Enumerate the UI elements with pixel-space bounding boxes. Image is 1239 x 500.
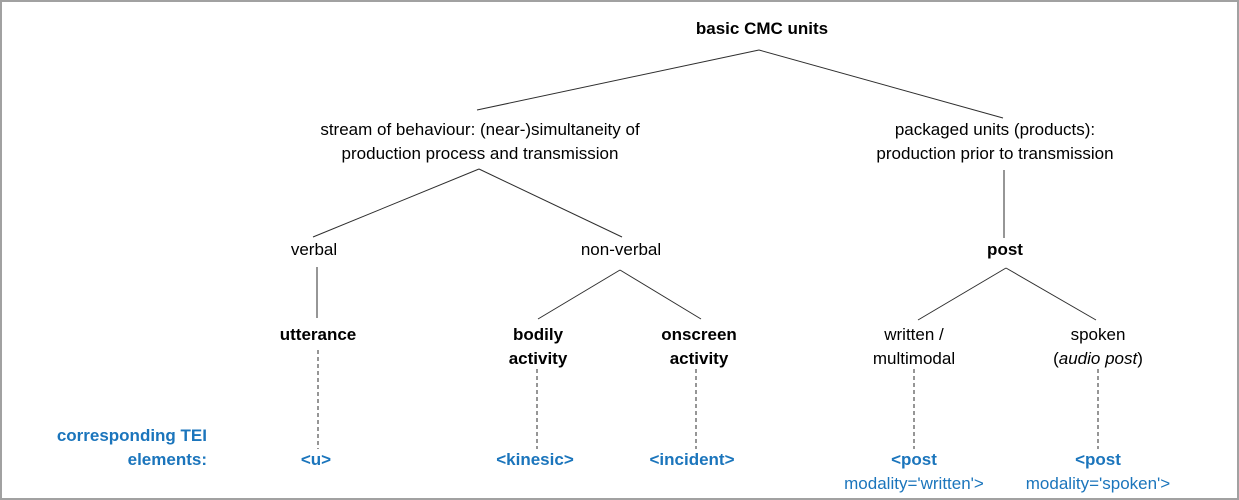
tei-tag-post-spoken-line2: modality='spoken'>	[1025, 474, 1171, 493]
tei-tag-post-spoken: <post modality='spoken'>	[1026, 448, 1170, 496]
tei-tag-kinesic: <kinesic>	[496, 450, 574, 469]
spoken-audio-post-italic: audio post	[1058, 349, 1138, 368]
tei-tag-post-written-line1: <post	[891, 450, 937, 469]
node-written-multimodal: written / multimodal	[872, 325, 956, 368]
spoken-label: spoken	[1070, 325, 1126, 344]
tei-tag-post-written-line2: modality='written'>	[844, 474, 984, 493]
node-packaged-units: packaged units (products): production pr…	[876, 120, 1114, 163]
node-non-verbal: non-verbal	[580, 240, 662, 259]
tei-tag-incident: <incident>	[649, 450, 735, 469]
node-verbal: verbal	[290, 240, 338, 259]
node-stream-of-behaviour: stream of behaviour: (near-)simultaneity…	[320, 120, 640, 163]
tei-tag-u: <u>	[300, 450, 332, 469]
tei-tag-post-written: <post modality='written'>	[844, 448, 984, 496]
node-post: post	[987, 240, 1023, 259]
spoken-paren-close: )	[1137, 349, 1143, 368]
node-bodily-activity: bodily activity	[508, 325, 568, 368]
node-onscreen-activity: onscreen activity	[661, 325, 737, 368]
node-utterance: utterance	[279, 325, 357, 344]
corresponding-tei-elements-caption: corresponding TEI elements:	[56, 426, 207, 469]
node-spoken-audio-post: spoken (audio post)	[1053, 323, 1143, 371]
spoken-paren-open: (	[1053, 349, 1059, 368]
tei-tag-post-spoken-line1: <post	[1075, 450, 1121, 469]
node-basic-cmc-units: basic CMC units	[695, 19, 829, 38]
